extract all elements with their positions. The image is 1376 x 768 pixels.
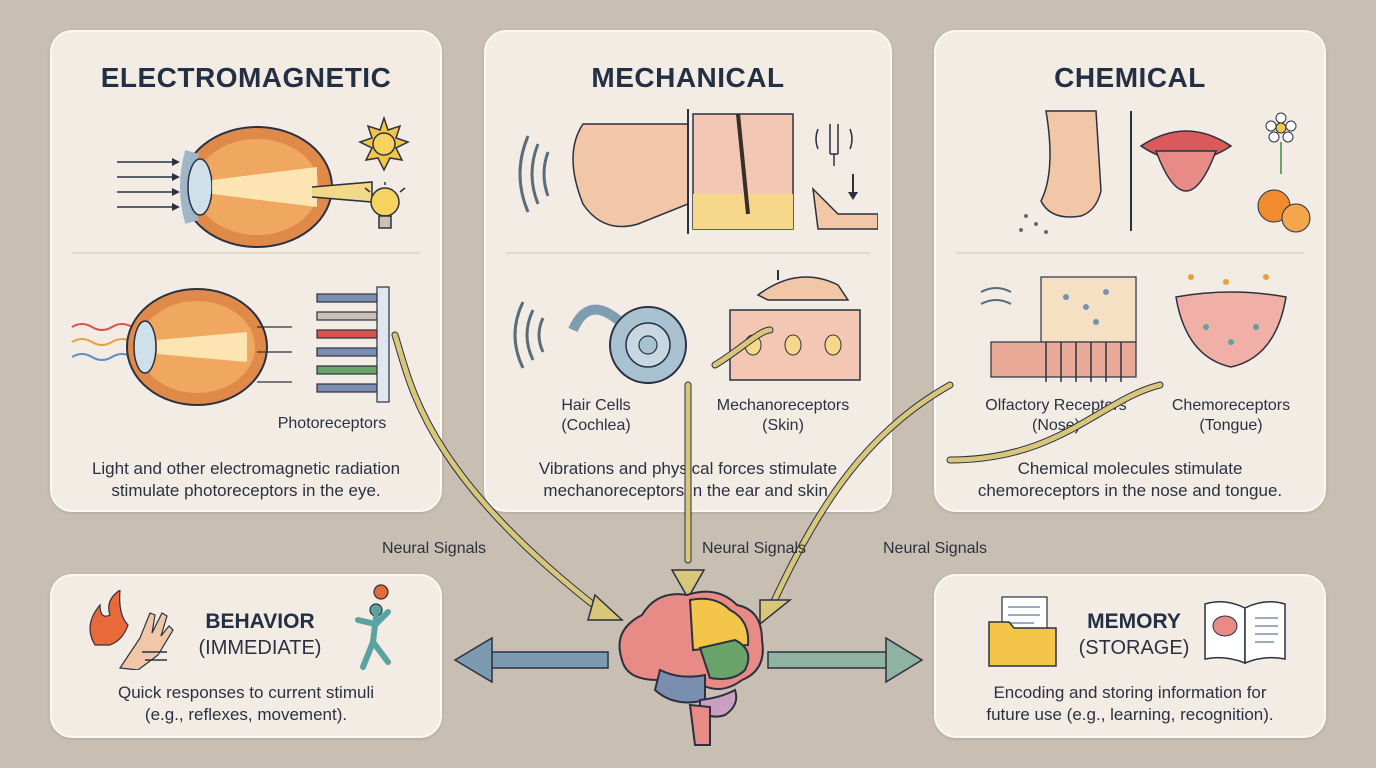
lightbulb-icon (364, 182, 406, 229)
memory-subtitle: (STORAGE) (1078, 637, 1190, 659)
olfactory-receptors-label-line1: Olfactory Receptors (985, 397, 1127, 414)
ear-and-skin-illustration (518, 109, 878, 234)
folder-document-icon (988, 596, 1057, 667)
behavior-caption-line1: Quick responses to current stimuli (117, 683, 375, 702)
olfactory-receptors-label-line2: (Nose) (1031, 417, 1080, 434)
neural-signals-label-center: Neural Signals (702, 540, 807, 557)
mechanical-caption-line2: mechanoreceptors in the ear and skin. (543, 481, 833, 500)
electromagnetic-caption-line1: Light and other electromagnetic radiatio… (91, 459, 401, 478)
mechanoreceptors-label-line2: (Skin) (762, 417, 804, 434)
chemoreceptors-label-line1: Chemoreceptors (1171, 397, 1291, 414)
behavior-subtitle: (IMMEDIATE) (198, 637, 322, 659)
behavior-title: BEHAVIOR (205, 610, 315, 633)
mechanical-title: MECHANICAL (591, 62, 785, 93)
open-book-brain-icon (1204, 601, 1286, 665)
sun-icon (358, 116, 410, 172)
electromagnetic-title: ELECTROMAGNETIC (100, 62, 392, 93)
neural-signals-label-left: Neural Signals (382, 540, 487, 557)
mechanoreceptors-label-line1: Mechanoreceptors (716, 397, 850, 414)
chemical-caption-line2: chemoreceptors in the nose and tongue. (977, 481, 1283, 500)
eye-icon (117, 126, 373, 248)
hair-cells-label-line2: (Cochlea) (561, 417, 631, 434)
divider (506, 252, 870, 254)
photoreceptors-label: Photoreceptors (277, 415, 387, 432)
divider (72, 252, 420, 254)
electromagnetic-caption-line2: stimulate photoreceptors in the eye. (111, 481, 381, 500)
memory-caption-line2: future use (e.g., learning, recognition)… (986, 705, 1274, 724)
olfactory-and-taste-receptor-illustration (980, 274, 1287, 382)
behavior-caption-line2: (e.g., reflexes, movement). (144, 705, 348, 724)
chemical-title: CHEMICAL (1054, 62, 1206, 93)
nose-and-tongue-illustration (1019, 110, 1311, 234)
mechanical-caption-line1: Vibrations and physical forces stimulate (538, 459, 838, 478)
hair-cells-label-line1: Hair Cells (561, 397, 631, 414)
retina-photoreceptor-illustration (71, 286, 390, 406)
memory-card: MEMORY (STORAGE) Encoding and storing in… (934, 574, 1326, 738)
neural-signals-label-right: Neural Signals (883, 540, 988, 557)
chemoreceptors-label-line2: (Tongue) (1199, 417, 1263, 434)
running-figure-icon (355, 584, 391, 670)
memory-caption-line1: Encoding and storing information for (993, 683, 1267, 702)
cochlea-and-mechanoreceptor-illustration (513, 270, 861, 384)
chemical-caption-line1: Chemical molecules stimulate (1017, 459, 1243, 478)
flame-hand-icon (89, 590, 174, 670)
divider (956, 252, 1304, 254)
brain-icon (618, 590, 764, 746)
behavior-card: BEHAVIOR (IMMEDIATE) Quick responses to … (50, 574, 442, 738)
electromagnetic-card: ELECTROMAGNETIC (50, 30, 442, 512)
memory-title: MEMORY (1087, 610, 1181, 633)
mechanical-card: MECHANICAL Hair Cells (Cochlea) (484, 30, 892, 512)
chemical-card: CHEMICAL Olfactory Receptors (Nose) Chem… (934, 30, 1326, 512)
